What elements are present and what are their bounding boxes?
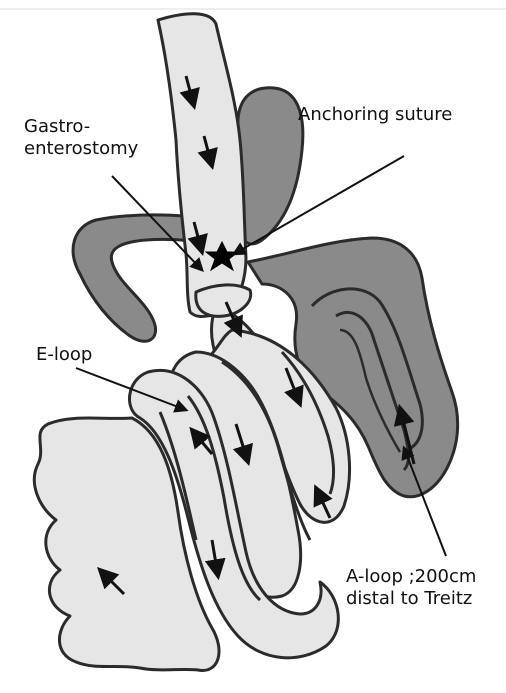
anchoring-suture-label: Anchoring suture <box>298 104 452 126</box>
a-loop-label-line2: distal to Treitz <box>346 588 476 610</box>
anastomosis-join <box>196 285 251 316</box>
stomach-tube <box>158 14 246 317</box>
gastroenterostomy-label: Gastro- enterostomy <box>24 116 138 160</box>
a-loop-label: A-loop ;200cm distal to Treitz <box>346 566 476 610</box>
gastro-label-line1: Gastro- <box>24 116 138 138</box>
gastro-label-line2: enterostomy <box>24 138 138 160</box>
a-loop-label-line1: A-loop ;200cm <box>346 566 476 588</box>
e-loop-label: E-loop <box>36 344 92 366</box>
